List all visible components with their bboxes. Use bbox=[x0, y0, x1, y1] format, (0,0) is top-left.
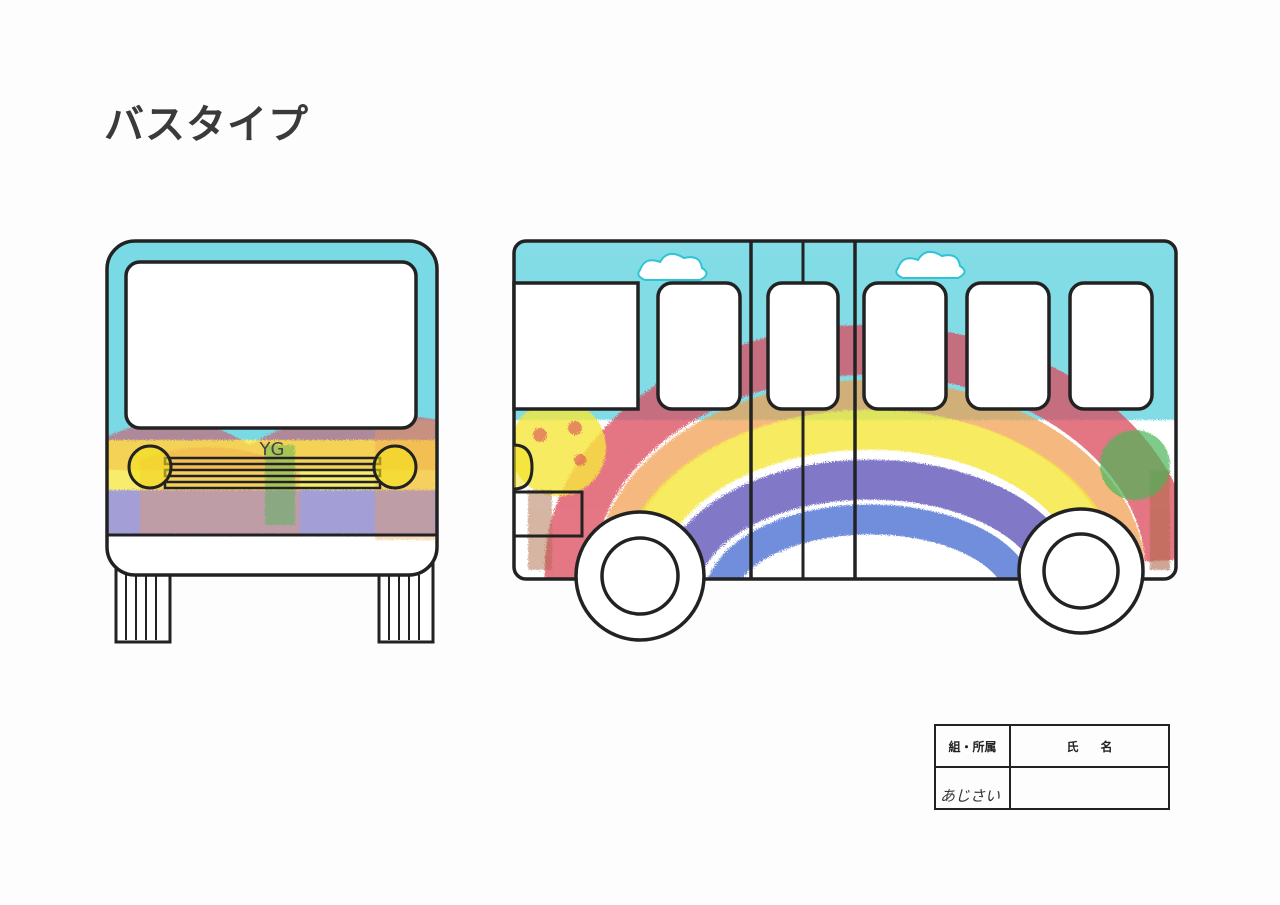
side-front-bumper bbox=[512, 490, 584, 538]
group-value[interactable]: あじさい bbox=[936, 768, 1011, 808]
name-label: 氏名 bbox=[1011, 726, 1168, 768]
side-front-light bbox=[513, 443, 534, 491]
side-driver-window bbox=[512, 281, 640, 411]
cloud-icon bbox=[637, 250, 966, 281]
front-right-headlight bbox=[372, 444, 418, 490]
name-value[interactable] bbox=[1011, 768, 1168, 808]
bus-front-view: YG bbox=[105, 239, 439, 644]
side-front-wheel bbox=[574, 510, 706, 642]
side-rear-wheel bbox=[1017, 507, 1145, 635]
side-window bbox=[1068, 281, 1154, 411]
group-label: 組・所属 bbox=[936, 726, 1011, 768]
page-title: バスタイプ bbox=[104, 102, 309, 148]
side-window bbox=[656, 281, 742, 411]
side-door-window bbox=[766, 281, 840, 411]
front-emblem: YG bbox=[259, 439, 285, 460]
front-windshield bbox=[124, 260, 418, 430]
side-window bbox=[965, 281, 1051, 411]
name-form: 組・所属 氏名 あじさい bbox=[934, 724, 1170, 810]
side-window bbox=[862, 281, 948, 411]
front-left-headlight bbox=[127, 444, 173, 490]
bus-side-view bbox=[512, 239, 1178, 642]
